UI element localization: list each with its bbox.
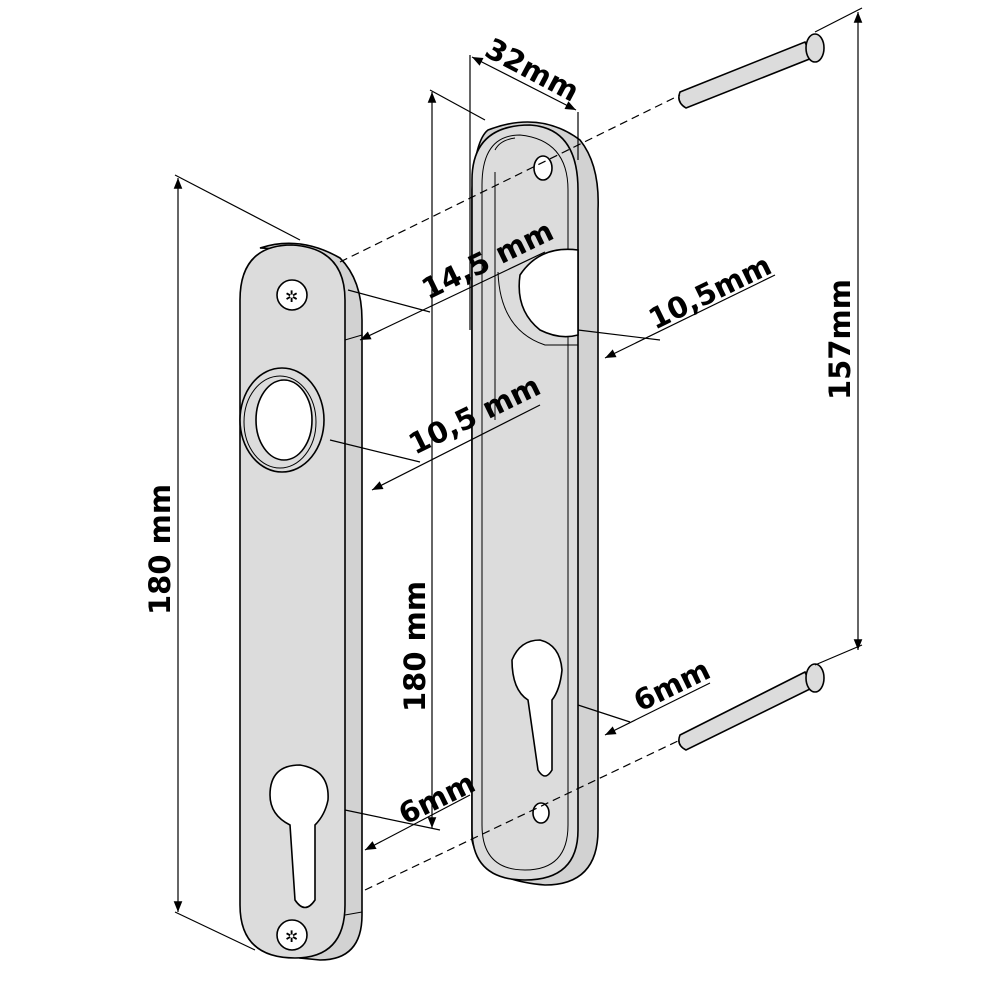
label-6mm-right: 6mm [628, 652, 715, 718]
screw-hole-top [533, 155, 553, 181]
front-plate: ✲ ✲ [239, 242, 363, 961]
dimension-lines [173, 7, 863, 951]
fixing-bolts [678, 33, 825, 751]
label-32mm: 32mm [480, 31, 585, 108]
screw-top [276, 279, 308, 311]
label-180mm-left: 180 mm [143, 484, 177, 615]
torx-icon: ✲ [285, 287, 298, 306]
label-10-5mm-right: 10,5mm [643, 248, 777, 336]
label-180mm-middle: 180 mm [398, 581, 432, 712]
rear-plate [471, 121, 599, 886]
cylinder-cutout [269, 764, 329, 909]
torx-icon: ✲ [285, 927, 298, 946]
spindle-hole [518, 248, 579, 338]
label-6mm-left: 6mm [393, 765, 480, 831]
cylinder-cutout [511, 639, 563, 777]
screw-bottom [276, 919, 308, 951]
screw-hole-bottom [532, 802, 550, 824]
label-157mm: 157mm [823, 279, 857, 400]
